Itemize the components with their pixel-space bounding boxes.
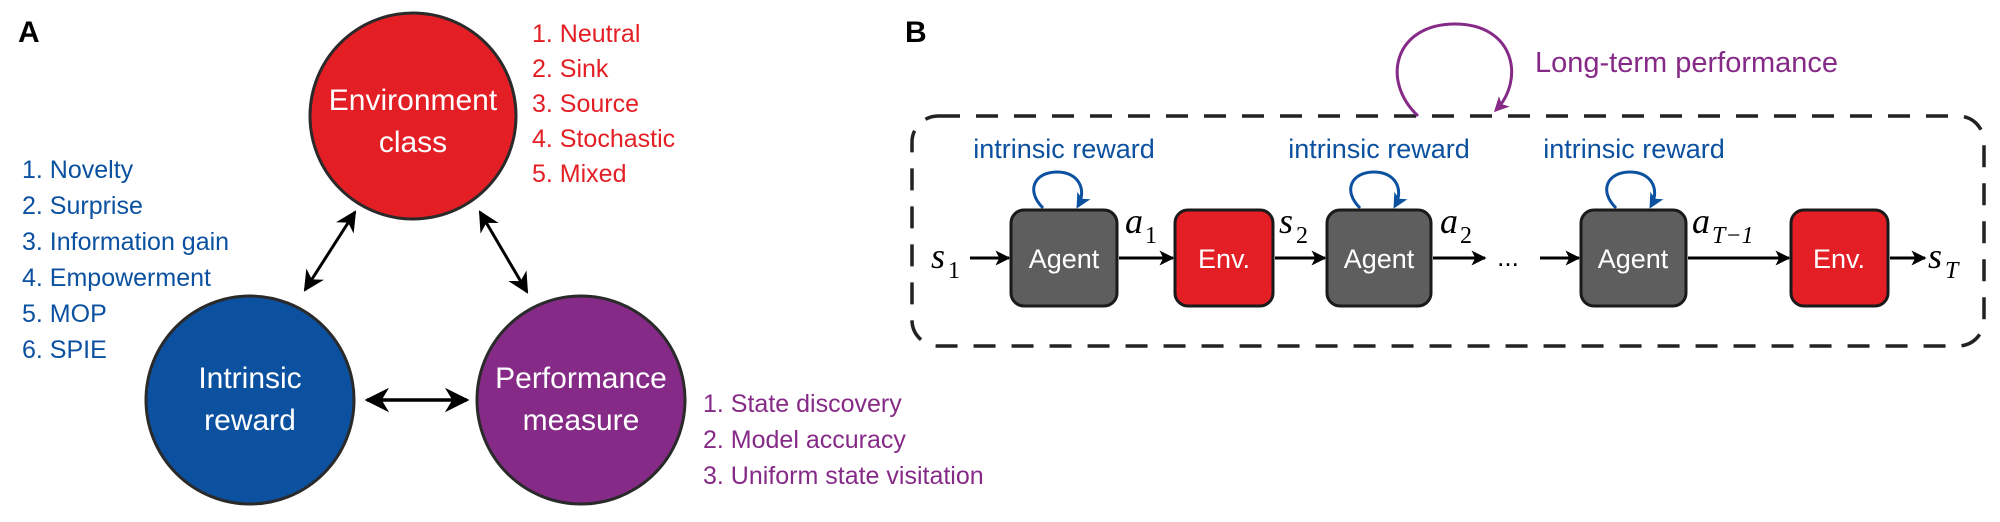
symbol-a2: a 2	[1440, 201, 1472, 249]
node-intrinsic-reward: Intrinsic reward	[144, 294, 356, 506]
environment-circle	[308, 11, 518, 221]
intrinsic-reward-label-1: intrinsic reward	[973, 134, 1155, 164]
intrinsic-list-item: 4. Empowerment	[22, 264, 211, 292]
agent-box-3: Agent	[1579, 208, 1688, 308]
symbol-s1: s 1	[931, 236, 960, 284]
env-label: Env.	[1813, 244, 1865, 274]
agent-box-1: Agent	[1009, 208, 1119, 308]
intrinsic-line1: Intrinsic	[198, 362, 301, 395]
episode-dashed-box	[910, 114, 1986, 348]
panel-b-label: B	[905, 16, 927, 49]
symbol-s2: s 2	[1279, 201, 1308, 249]
environment-class-list: 1. Neutral 2. Sink 3. Source 4. Stochast…	[532, 20, 675, 188]
node-environment-class: Environment class	[308, 11, 518, 221]
environment-list-item: 3. Source	[532, 90, 639, 118]
panel-a-label: A	[18, 16, 40, 49]
symbol-base: s	[931, 236, 945, 276]
symbol-sub: 2	[1460, 223, 1472, 249]
environment-line1: Environment	[329, 84, 498, 117]
agent-label: Agent	[1598, 244, 1669, 274]
performance-line1: Performance	[495, 362, 667, 395]
symbol-aT-1: a T−1	[1692, 201, 1754, 249]
env-box-1: Env.	[1173, 208, 1275, 308]
environment-line2: class	[379, 126, 447, 159]
symbol-sub: 1	[1145, 223, 1157, 249]
ellipsis: ...	[1497, 242, 1519, 272]
symbol-base: a	[1692, 201, 1710, 241]
performance-list-item: 3. Uniform state visitation	[703, 462, 984, 490]
long-term-performance-label: Long-term performance	[1535, 47, 1838, 79]
self-loop-icon	[1605, 170, 1664, 210]
intrinsic-list-item: 5. MOP	[22, 300, 107, 328]
symbol-sub: 1	[948, 258, 960, 284]
intrinsic-list-item: 3. Information gain	[22, 228, 229, 256]
symbol-base: s	[1279, 201, 1293, 241]
symbol-sub: T	[1945, 258, 1960, 284]
self-loop-icon	[1032, 170, 1091, 210]
performance-line2: measure	[523, 404, 640, 437]
intrinsic-line2: reward	[204, 404, 296, 437]
environment-list-item: 1. Neutral	[532, 20, 640, 48]
env-box-2: Env.	[1789, 208, 1890, 308]
intrinsic-list-item: 6. SPIE	[22, 336, 107, 364]
agent-box-2: Agent	[1325, 208, 1433, 308]
env-label: Env.	[1198, 244, 1250, 274]
symbol-sub: T−1	[1712, 223, 1754, 249]
long-term-loop-icon	[1395, 22, 1514, 118]
environment-list-item: 5. Mixed	[532, 160, 626, 188]
symbol-base: s	[1928, 236, 1942, 276]
self-loop-icon	[1349, 170, 1408, 210]
intrinsic-list-item: 1. Novelty	[22, 156, 134, 184]
agent-label: Agent	[1029, 244, 1100, 274]
arrow-intrinsic-environment	[303, 210, 357, 292]
intrinsic-reward-label-3: intrinsic reward	[1543, 134, 1725, 164]
performance-measure-list: 1. State discovery 2. Model accuracy 3. …	[703, 390, 984, 490]
symbol-base: a	[1125, 201, 1143, 241]
performance-list-item: 1. State discovery	[703, 390, 902, 418]
intrinsic-list-item: 2. Surprise	[22, 192, 143, 220]
intrinsic-reward-label-2: intrinsic reward	[1288, 134, 1470, 164]
node-performance-measure: Performance measure	[475, 294, 687, 506]
symbol-sub: 2	[1296, 223, 1308, 249]
intrinsic-reward-list: 1. Novelty 2. Surprise 3. Information ga…	[22, 156, 229, 364]
symbol-a1: a 1	[1125, 201, 1157, 249]
performance-list-item: 2. Model accuracy	[703, 426, 906, 454]
environment-list-item: 2. Sink	[532, 55, 609, 83]
environment-list-item: 4. Stochastic	[532, 125, 675, 153]
intrinsic-circle	[144, 294, 356, 506]
symbol-sT: s T	[1928, 236, 1960, 284]
arrow-environment-performance	[478, 210, 529, 294]
agent-label: Agent	[1344, 244, 1415, 274]
symbol-base: a	[1440, 201, 1458, 241]
performance-circle	[475, 294, 687, 506]
